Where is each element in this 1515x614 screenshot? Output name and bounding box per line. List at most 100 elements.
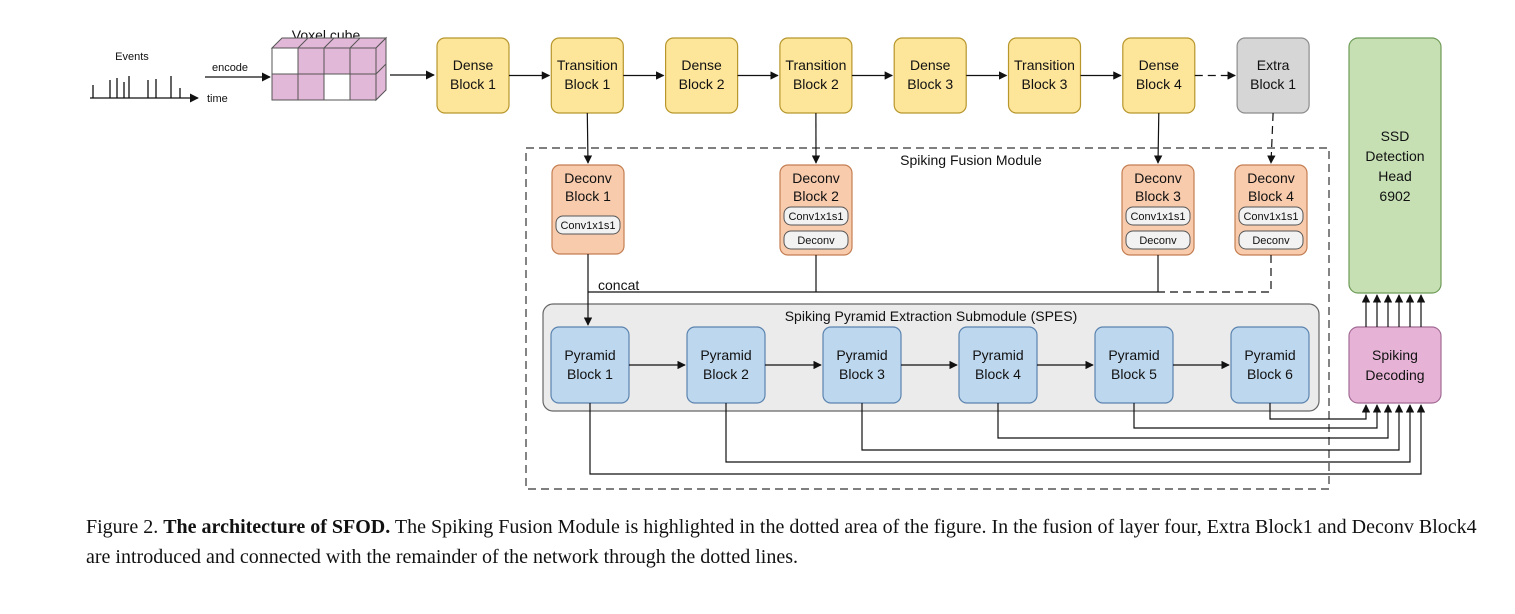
voxel-cell	[349, 73, 377, 101]
connectors	[509, 71, 1426, 475]
pyramid-block-line2: Block 3	[839, 366, 885, 382]
time-label: time	[207, 93, 228, 105]
pyramid-block-line2: Block 2	[703, 366, 749, 382]
events-input: Events time encode	[90, 51, 271, 105]
voxel-cell	[297, 47, 325, 75]
pyramid-block-box	[958, 326, 1038, 404]
encode-label: encode	[212, 62, 248, 74]
backbone-block-line2: Block 1	[564, 76, 610, 92]
pyramid-block-line2: Block 5	[1111, 366, 1157, 382]
pyramid-to-decoding-line	[1269, 403, 1371, 420]
transition1-to-deconv1-arrow	[583, 112, 593, 164]
deconv-op-label: Deconv	[797, 235, 835, 247]
caption-prefix: Figure 2.	[86, 516, 159, 538]
deconv-op-pill	[783, 206, 849, 226]
spes-label: Spiking Pyramid Extraction Submodule (SP…	[785, 308, 1078, 324]
backbone-block-line1: Transition	[785, 57, 846, 73]
backbone-block-line2: Block 3	[907, 76, 953, 92]
backbone-block-line2: Block 3	[1022, 76, 1068, 92]
ssd-line-4: 6902	[1379, 188, 1410, 204]
figure-caption: Figure 2. The architecture of SFOD. The …	[86, 512, 1506, 572]
pyramid-block-line1: Pyramid	[972, 347, 1023, 363]
events-label: Events	[115, 51, 149, 63]
backbone-block-line2: Block 2	[793, 76, 839, 92]
concat-label: concat	[598, 277, 639, 293]
pyramid-to-decoding-line	[725, 403, 1415, 463]
pyramid-block-box	[686, 326, 766, 404]
voxel-cell	[271, 47, 299, 75]
ssd-line-3: Head	[1378, 168, 1411, 184]
pyramid-block-box	[550, 326, 630, 404]
deconv-block-line2: Block 1	[565, 188, 611, 204]
deconv-op-pill	[1125, 206, 1191, 226]
pyramid-block-line1: Pyramid	[564, 347, 615, 363]
backbone-block-line1: Extra	[1257, 57, 1290, 73]
spiking-decoding: Spiking Decoding	[1348, 326, 1442, 404]
ssd-line-1: SSD	[1381, 128, 1410, 144]
deconv-op-label: Conv1x1s1	[1130, 211, 1185, 223]
deconv4-concat-line	[1158, 255, 1272, 293]
voxel-cell	[323, 73, 351, 101]
deconv-block-line2: Block 3	[1135, 188, 1181, 204]
deconv-op-label: Conv1x1s1	[560, 220, 615, 232]
backbone-block-line1: Dense	[1139, 57, 1180, 73]
voxel-cell	[297, 73, 325, 101]
backbone-block-line1: Dense	[910, 57, 951, 73]
backbone-block-line2: Block 2	[679, 76, 725, 92]
pyramid-to-decoding-line	[997, 403, 1393, 439]
pyramid-to-decoding-line	[1133, 403, 1382, 429]
deconv-block-line1: Deconv	[1247, 170, 1294, 186]
fusion-module-label: Spiking Fusion Module	[900, 152, 1042, 168]
backbone-block-line2: Block 1	[450, 76, 496, 92]
decoding-line-1: Spiking	[1372, 347, 1418, 363]
pyramid-block-line1: Pyramid	[700, 347, 751, 363]
deconv-op-label: Deconv	[1252, 235, 1290, 247]
backbone-block-line1: Transition	[557, 57, 618, 73]
deconv-block-line1: Deconv	[792, 170, 839, 186]
backbone-block-line2: Block 1	[1250, 76, 1296, 92]
caption-title: The architecture of SFOD.	[163, 516, 391, 538]
backbone-block-line1: Dense	[453, 57, 494, 73]
pyramid-block-line2: Block 4	[975, 366, 1021, 382]
backbone-block-line1: Transition	[1014, 57, 1075, 73]
pyramid-block-box	[1230, 326, 1310, 404]
deconv-op-label: Deconv	[1139, 235, 1177, 247]
event-spike-train	[90, 76, 199, 103]
deconv-block-line2: Block 4	[1248, 188, 1294, 204]
ssd-line-2: Detection	[1365, 148, 1424, 164]
deconv-op-pill	[783, 230, 849, 250]
deconv-op-pill	[1238, 230, 1304, 250]
voxel-cube: Voxel cube	[270, 27, 388, 102]
pyramid-to-decoding-line	[589, 403, 1426, 475]
deconv-op-label: Conv1x1s1	[788, 211, 843, 223]
pyramid-block-box	[822, 326, 902, 404]
deconv-op-label: Conv1x1s1	[1243, 211, 1298, 223]
backbone-block-line1: Dense	[681, 57, 722, 73]
voxel-cell	[323, 47, 351, 75]
backbone-block-line2: Block 4	[1136, 76, 1182, 92]
pyramid-block-line1: Pyramid	[836, 347, 887, 363]
pyramid-block-line1: Pyramid	[1108, 347, 1159, 363]
deconv-block-line1: Deconv	[564, 170, 611, 186]
pyramid-block-box	[1094, 326, 1174, 404]
dense4-to-deconv3-arrow	[1153, 112, 1163, 164]
deconv-block-line1: Deconv	[1134, 170, 1181, 186]
pyramid-block-line1: Pyramid	[1244, 347, 1295, 363]
